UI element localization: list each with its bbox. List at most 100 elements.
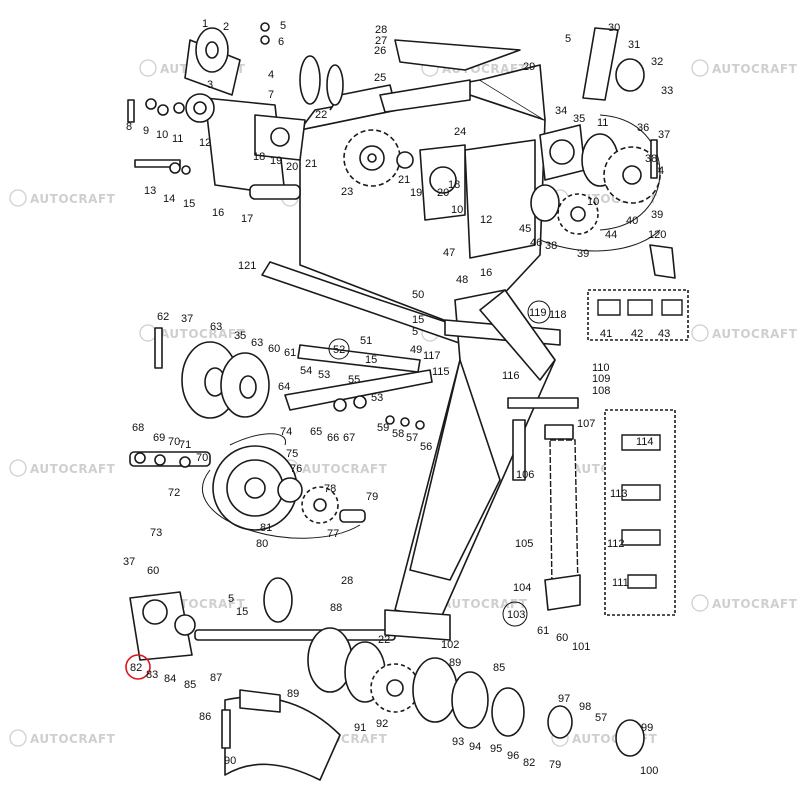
callout-label: 63 — [251, 337, 263, 349]
callout-label: 70 — [168, 436, 180, 448]
callout-label: 108 — [592, 385, 610, 397]
callout-label: 118 — [549, 309, 567, 321]
callout-label: 92 — [376, 718, 388, 730]
callout-label: 121 — [238, 260, 256, 272]
callout-label: 18 — [448, 179, 460, 191]
chain-guide-106 — [512, 419, 526, 481]
callout-label: 14 — [163, 193, 175, 205]
main-frame-tube — [394, 289, 561, 621]
callout-label: 116 — [502, 370, 520, 382]
callout-label: 58 — [392, 428, 404, 440]
callout-label: 37 — [658, 129, 670, 141]
callout-label: 72 — [168, 487, 180, 499]
callout-label: 69 — [153, 432, 165, 444]
tine-shield-90 — [224, 696, 341, 781]
top-cover-plate — [394, 39, 521, 71]
callout-label: 23 — [341, 186, 353, 198]
callout-label: 70 — [196, 452, 208, 464]
side-bearing-plate — [464, 139, 536, 259]
callout-label: 57 — [406, 432, 418, 444]
callout-label: 74 — [280, 426, 292, 438]
drive-belt-assembly — [129, 433, 366, 539]
callout-label: 93 — [452, 736, 464, 748]
callout-label: 76 — [290, 463, 302, 475]
callout-label: 40 — [626, 215, 638, 227]
callout-label: 42 — [631, 328, 643, 340]
highlight-circle — [125, 654, 151, 680]
callout-label: 78 — [324, 483, 336, 495]
callout-label: 15 — [183, 198, 195, 210]
callout-label: 112 — [607, 538, 625, 550]
callout-label: 30 — [608, 22, 620, 34]
callout-label: 101 — [572, 641, 590, 653]
bolt-62 — [154, 327, 163, 369]
top-rail — [379, 79, 471, 113]
upper-sprocket — [343, 129, 466, 221]
callout-label: 20 — [437, 187, 449, 199]
callout-label: 63 — [210, 321, 222, 333]
callout-label: 17 — [241, 213, 253, 225]
callout-label: 15 — [412, 314, 424, 326]
callout-labels: 1 2 3 5 6 4 7 8 9 10 11 12 13 14 15 16 1… — [123, 18, 673, 777]
callout-label: 110 — [592, 362, 610, 374]
callout-label: 36 — [637, 122, 649, 134]
callout-label: 117 — [423, 350, 441, 362]
callout-label: 68 — [132, 422, 144, 434]
callout-label: 37 — [181, 313, 193, 325]
linkage-arm — [297, 344, 421, 373]
middle-pulley-assembly — [154, 327, 433, 430]
callout-label: 61 — [284, 347, 296, 359]
callout-label: 59 — [377, 422, 389, 434]
bearing-20 — [396, 151, 414, 169]
watermark-text: AUTOCRAFT — [712, 327, 798, 341]
callout-label: 103 — [507, 609, 525, 621]
hub-95 — [451, 671, 489, 729]
callout-label: 77 — [327, 528, 339, 540]
callout-label: 31 — [628, 39, 640, 51]
callout-label: 8 — [126, 121, 132, 133]
depth-bar-102 — [384, 609, 451, 641]
callout-label: 84 — [164, 673, 176, 685]
callout-label: 38 — [645, 153, 657, 165]
callout-label: 79 — [549, 759, 561, 771]
callout-label: 50 — [412, 289, 424, 301]
tine-shaft — [194, 629, 396, 641]
callout-label: 94 — [469, 741, 481, 753]
watermark-text: AUTOCRAFT — [30, 192, 116, 206]
callout-label: 47 — [443, 247, 455, 259]
callout-label: 81 — [260, 522, 272, 534]
callout-label: 52 — [333, 344, 345, 356]
watermark-text: AUTOCRAFT — [712, 597, 798, 611]
callout-label: 53 — [318, 369, 330, 381]
callout-label: 32 — [651, 56, 663, 68]
watermark-text: AUTOCRAFT — [712, 62, 798, 76]
callout-label: 29 — [523, 61, 535, 73]
callout-label: 60 — [556, 632, 568, 644]
callout-label: 35 — [234, 330, 246, 342]
callout-label: 54 — [300, 365, 312, 377]
chain-tensioner — [582, 27, 619, 101]
pulley-hub — [299, 55, 321, 105]
callout-label: 5 — [412, 326, 418, 338]
chain-loop — [599, 114, 661, 231]
callout-label: 19 — [410, 187, 422, 199]
callout-label: 73 — [150, 527, 162, 539]
roller-88 — [263, 577, 293, 623]
callout-label: 37 — [123, 556, 135, 568]
bolt-86 — [221, 709, 231, 749]
callout-label: 64 — [278, 381, 290, 393]
callout-label: 105 — [515, 538, 533, 550]
callout-label: 1 — [202, 18, 208, 30]
callout-label: 27 — [375, 35, 387, 47]
callout-label: 28 — [341, 575, 353, 587]
callout-label: 85 — [184, 679, 196, 691]
callout-label: 56 — [420, 441, 432, 453]
housing-side-plate — [479, 64, 546, 121]
callout-label: 22 — [378, 634, 390, 646]
callout-label: 89 — [287, 688, 299, 700]
bolt-37 — [650, 139, 658, 179]
upper-left-assembly — [127, 22, 344, 200]
linkage-bar-53 — [284, 369, 433, 411]
callout-label: 12 — [480, 214, 492, 226]
callout-label: 88 — [330, 602, 342, 614]
